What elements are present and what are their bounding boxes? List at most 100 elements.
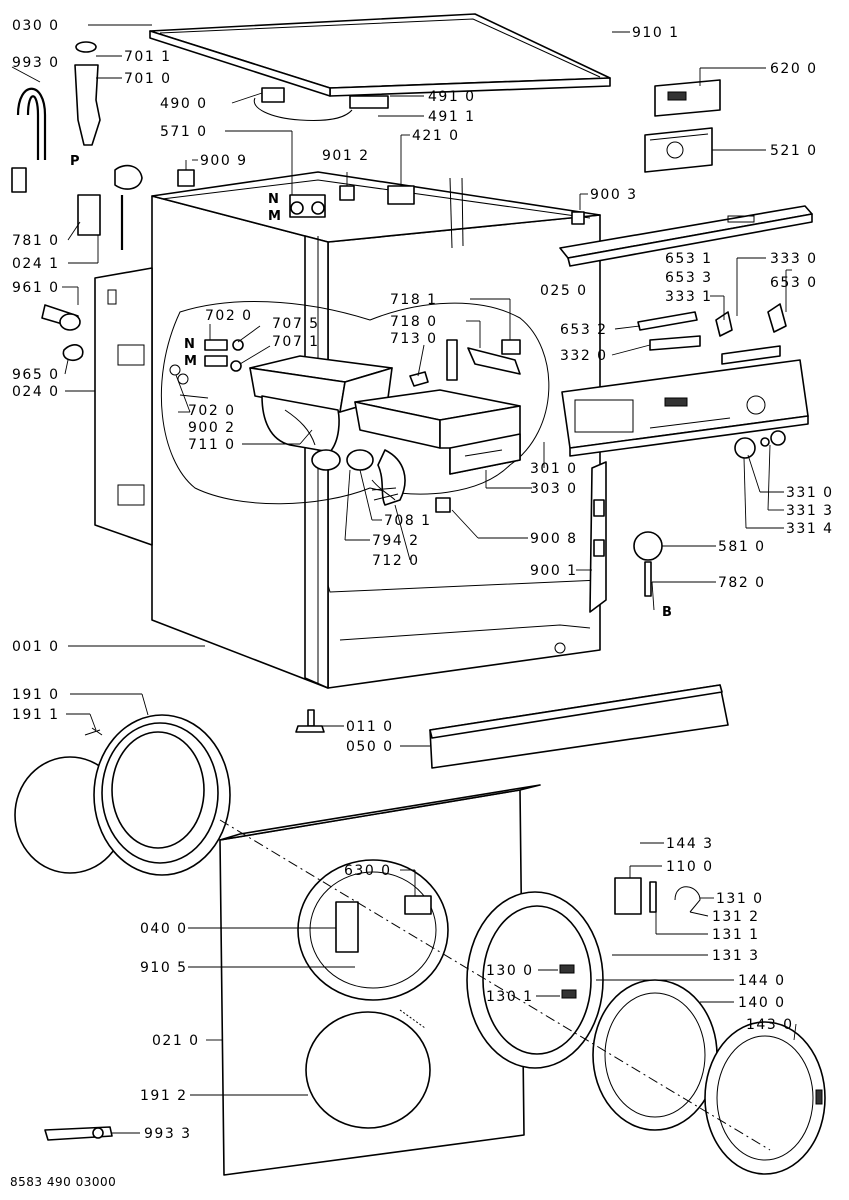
callout-490-0: 490 0 — [160, 96, 208, 112]
callout-900-3: 900 3 — [590, 187, 638, 203]
marker-p: P — [70, 154, 80, 169]
callout-707-1: 707 1 — [272, 334, 320, 350]
marker-n-valve: N — [268, 192, 279, 207]
callout-024-0: 024 0 — [12, 384, 60, 400]
callout-331-4: 331 4 — [786, 521, 834, 537]
programmer-knob — [633, 531, 663, 597]
callout-021-0: 021 0 — [152, 1033, 200, 1049]
callout-131-0: 131 0 — [716, 891, 764, 907]
callout-333-1: 333 1 — [665, 289, 713, 305]
centre-axis — [219, 819, 771, 1151]
marker-n-detail: N — [184, 337, 195, 352]
detail-bubble — [160, 301, 550, 505]
callout-303-0: 303 0 — [530, 481, 578, 497]
left-small-parts — [41, 304, 429, 387]
callout-024-1: 024 1 — [12, 256, 60, 272]
callout-900-9: 900 9 — [200, 153, 248, 169]
marker-b: B — [662, 605, 672, 620]
callout-702-0-b: 702 0 — [188, 403, 236, 419]
callout-001-0: 001 0 — [12, 639, 60, 655]
adjustable-foot — [295, 709, 325, 733]
callout-653-3: 653 3 — [665, 270, 713, 286]
callout-191-0: 191 0 — [12, 687, 60, 703]
door-outer-frame — [704, 1021, 826, 1175]
callout-421-0: 421 0 — [412, 128, 460, 144]
callout-140-0: 140 0 — [738, 995, 786, 1011]
callout-491-0: 491 0 — [428, 89, 476, 105]
callout-521-0: 521 0 — [770, 143, 818, 159]
callout-782-0: 782 0 — [718, 575, 766, 591]
control-panel — [561, 359, 809, 457]
callout-718-1: 718 1 — [390, 292, 438, 308]
callout-900-8: 900 8 — [530, 531, 578, 547]
callout-331-3: 331 3 — [786, 503, 834, 519]
valve-and-small-parts — [177, 87, 585, 225]
callout-331-0: 331 0 — [786, 485, 834, 501]
callout-910-1: 910 1 — [632, 25, 680, 41]
callout-030-0: 030 0 — [12, 18, 60, 34]
callout-050-0: 050 0 — [346, 739, 394, 755]
callout-143-0: 143 0 — [746, 1017, 794, 1033]
service-tool — [44, 1126, 113, 1141]
callout-708-1: 708 1 — [384, 513, 432, 529]
door-seal — [14, 714, 231, 876]
callout-718-0: 718 0 — [390, 314, 438, 330]
callout-040-0: 040 0 — [140, 921, 188, 937]
drain-hose — [346, 449, 406, 506]
callout-701-0: 701 0 — [124, 71, 172, 87]
callout-653-1: 653 1 — [665, 251, 713, 267]
callout-333-0: 333 0 — [770, 251, 818, 267]
callout-491-1: 491 1 — [428, 109, 476, 125]
callout-701-1: 701 1 — [124, 49, 172, 65]
marker-m-detail: M — [184, 354, 197, 369]
callout-900-1: 900 1 — [530, 563, 578, 579]
front-panel — [219, 784, 541, 1176]
kick-plate — [429, 684, 729, 769]
electronic-modules — [644, 79, 721, 173]
drawing-reference-number: 8583 490 03000 — [10, 1175, 116, 1189]
callout-581-0: 581 0 — [718, 539, 766, 555]
callout-131-2: 131 2 — [712, 909, 760, 925]
rear-panel — [94, 267, 153, 546]
callout-713-0: 713 0 — [390, 331, 438, 347]
control-panel-rail — [559, 205, 813, 267]
callout-011-0: 011 0 — [346, 719, 394, 735]
door-glass — [592, 979, 718, 1131]
callout-707-5: 707 5 — [272, 316, 320, 332]
pump-parts — [11, 41, 143, 250]
callout-901-2: 901 2 — [322, 148, 370, 164]
dispenser-housing — [249, 355, 393, 471]
callout-130-1: 130 1 — [486, 989, 534, 1005]
callout-781-0: 781 0 — [12, 233, 60, 249]
detergent-drawer — [354, 339, 521, 475]
callout-144-0: 144 0 — [738, 973, 786, 989]
callout-144-3: 144 3 — [666, 836, 714, 852]
callout-571-0: 571 0 — [160, 124, 208, 140]
callout-711-0: 711 0 — [188, 437, 236, 453]
letter-markers: N M N M P B — [70, 154, 672, 620]
callout-794-2: 794 2 — [372, 533, 420, 549]
callout-965-0: 965 0 — [12, 367, 60, 383]
callout-131-1: 131 1 — [712, 927, 760, 943]
callout-993-0: 993 0 — [12, 55, 60, 71]
callout-191-1: 191 1 — [12, 707, 60, 723]
callout-900-2: 900 2 — [188, 420, 236, 436]
callout-653-0: 653 0 — [770, 275, 818, 291]
leader-lines — [11, 24, 797, 1134]
callout-130-0: 130 0 — [486, 963, 534, 979]
callout-993-3: 993 3 — [144, 1126, 192, 1142]
callout-702-0: 702 0 — [205, 308, 253, 324]
callout-961-0: 961 0 — [12, 280, 60, 296]
marker-m-valve: M — [268, 209, 281, 224]
callout-131-3: 131 3 — [712, 948, 760, 964]
callout-labels: 030 0 910 1 993 0 701 1 701 0 490 0 491 … — [12, 18, 834, 1142]
door-handle — [614, 877, 701, 915]
callout-301-0: 301 0 — [530, 461, 578, 477]
callout-653-2: 653 2 — [560, 322, 608, 338]
callout-910-5: 910 5 — [140, 960, 188, 976]
top-cover — [149, 13, 611, 97]
callout-630-0: 630 0 — [344, 863, 392, 879]
callout-025-0: 025 0 — [540, 283, 588, 299]
callout-712-0: 712 0 — [372, 553, 420, 569]
